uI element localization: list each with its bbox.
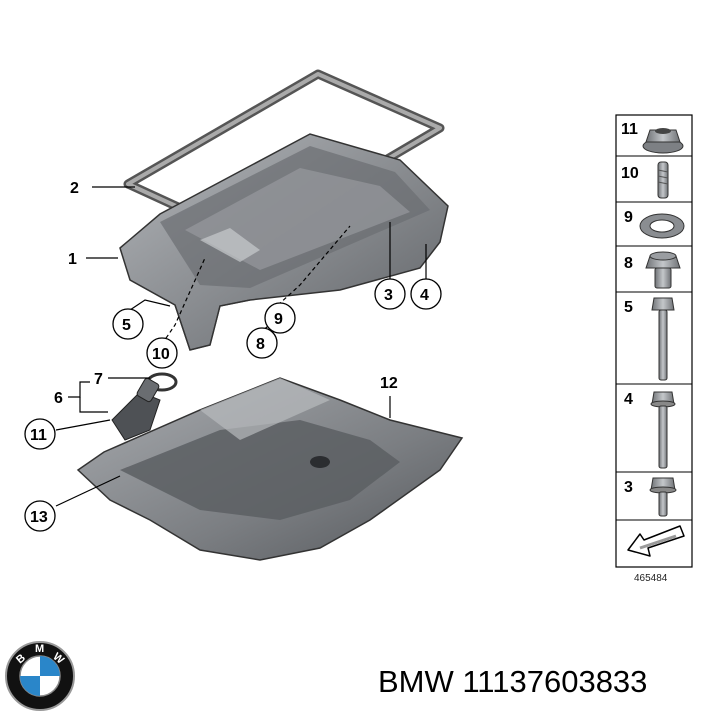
bmw-logo: B M W (5, 641, 75, 711)
callout-12: 12 (380, 375, 398, 392)
svg-text:1: 1 (68, 251, 77, 268)
legend-item-9: 9 (624, 209, 685, 239)
svg-text:9: 9 (624, 209, 633, 226)
svg-text:3: 3 (384, 287, 393, 304)
stud-bolt-icon (657, 161, 669, 199)
drain-plug-icon (645, 251, 681, 289)
medium-bolt-icon (650, 391, 676, 469)
legend-item-11: 11 (621, 121, 684, 154)
svg-text:9: 9 (274, 311, 283, 328)
svg-text:5: 5 (122, 317, 131, 334)
svg-text:11: 11 (30, 427, 47, 444)
callout-10: 10 (146, 337, 178, 369)
flange-nut-icon (642, 128, 684, 154)
callout-2: 2 (70, 180, 79, 197)
svg-text:M: M (35, 643, 44, 655)
callout-8: 8 (246, 327, 278, 359)
direction-arrow-icon (627, 525, 685, 557)
short-bolt-icon (649, 477, 677, 517)
oil-pan-part (119, 133, 449, 351)
parts-legend: 11 10 9 8 (615, 114, 693, 584)
legend-item-4: 4 (624, 391, 676, 469)
reference-code: 465484 (634, 573, 668, 584)
svg-text:13: 13 (30, 509, 48, 526)
callout-4: 4 (410, 278, 442, 310)
seal-ring-icon (639, 213, 685, 239)
underbody-shield-part (76, 377, 464, 561)
callout-7: 7 (94, 371, 103, 388)
svg-text:7: 7 (94, 371, 103, 388)
legend-item-10: 10 (621, 161, 669, 199)
oil-sensor-part (111, 372, 178, 441)
callout-3: 3 (374, 278, 406, 310)
svg-text:3: 3 (624, 479, 633, 496)
svg-text:6: 6 (54, 390, 63, 407)
callout-lines (55, 186, 427, 507)
legend-item-3: 3 (624, 477, 677, 517)
svg-text:10: 10 (621, 165, 639, 182)
svg-text:5: 5 (624, 299, 633, 316)
svg-text:8: 8 (256, 336, 265, 353)
callout-11: 11 (24, 418, 56, 450)
svg-text:12: 12 (380, 375, 398, 392)
callout-13: 13 (24, 500, 56, 532)
svg-text:4: 4 (624, 391, 633, 408)
callout-5: 5 (112, 308, 144, 340)
part-number-label: BMW 11137603833 (378, 664, 648, 699)
svg-text:11: 11 (621, 121, 638, 138)
svg-text:10: 10 (152, 346, 170, 363)
callout-6: 6 (54, 390, 63, 407)
legend-item-8: 8 (624, 251, 681, 289)
callout-1: 1 (68, 251, 77, 268)
callout-9: 9 (264, 302, 296, 334)
svg-text:2: 2 (70, 180, 79, 197)
svg-text:8: 8 (624, 255, 633, 272)
legend-item-5: 5 (624, 297, 675, 381)
svg-text:4: 4 (420, 287, 429, 304)
long-bolt-icon (651, 297, 675, 381)
